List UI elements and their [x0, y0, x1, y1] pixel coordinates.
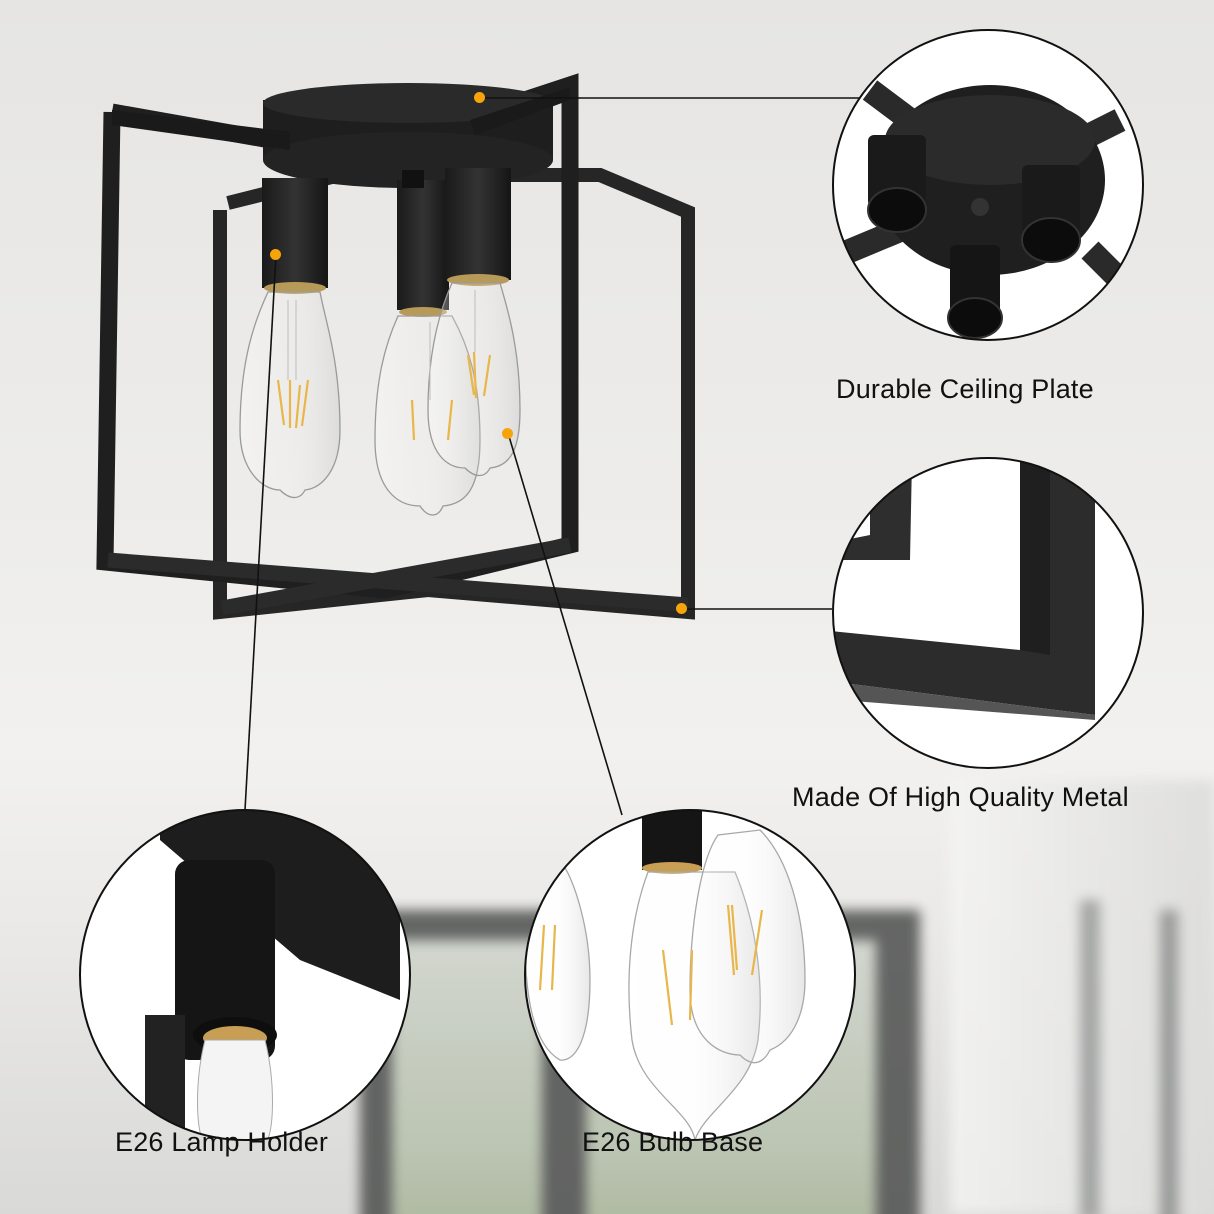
zoom-circle-metal-frame	[832, 457, 1144, 769]
hotspot-bulb-base[interactable]	[502, 428, 513, 439]
hotspot-metal-frame[interactable]	[676, 603, 687, 614]
leader-lines	[244, 97, 865, 816]
callout-label-metal-frame: Made Of High Quality Metal	[792, 782, 1129, 812]
hotspot-lamp-holder[interactable]	[270, 249, 281, 260]
hotspot-ceiling-plate[interactable]	[474, 92, 485, 103]
callout-label-bulb-base: E26 Bulb Base	[582, 1127, 764, 1157]
zoom-circle-bulb-base	[524, 809, 856, 1141]
callout-label-ceiling-plate: Durable Ceiling Plate	[836, 374, 1094, 404]
main-fixture	[96, 73, 695, 620]
zoom-circle-lamp-holder	[79, 809, 411, 1141]
zoom-circle-ceiling-plate	[832, 29, 1144, 341]
callout-label-lamp-holder: E26 Lamp Holder	[115, 1127, 329, 1157]
